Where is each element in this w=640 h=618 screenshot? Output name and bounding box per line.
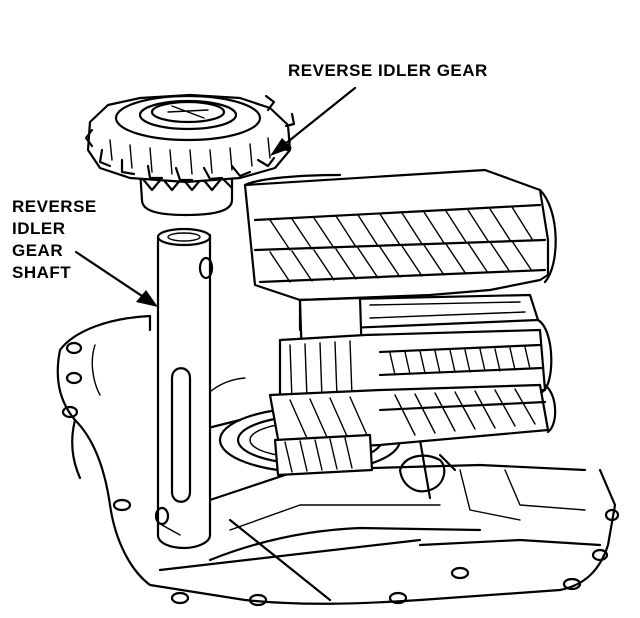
label-line: IDLER (12, 219, 66, 238)
label-reverse-idler-gear: REVERSE IDLER GEAR (288, 61, 488, 80)
label-line: GEAR (12, 241, 64, 260)
reverse-idler-gear-drawing (84, 93, 296, 217)
leader-arrow-idler-shaft (74, 250, 158, 307)
leader-arrow-idler-gear (270, 86, 357, 156)
label-line: SHAFT (12, 263, 72, 282)
label-reverse-idler-gear-shaft: REVERSE IDLER GEAR SHAFT (12, 196, 97, 284)
gear-cluster (243, 168, 557, 477)
label-line: REVERSE (12, 197, 97, 216)
reverse-idler-shaft-drawing (154, 227, 214, 550)
